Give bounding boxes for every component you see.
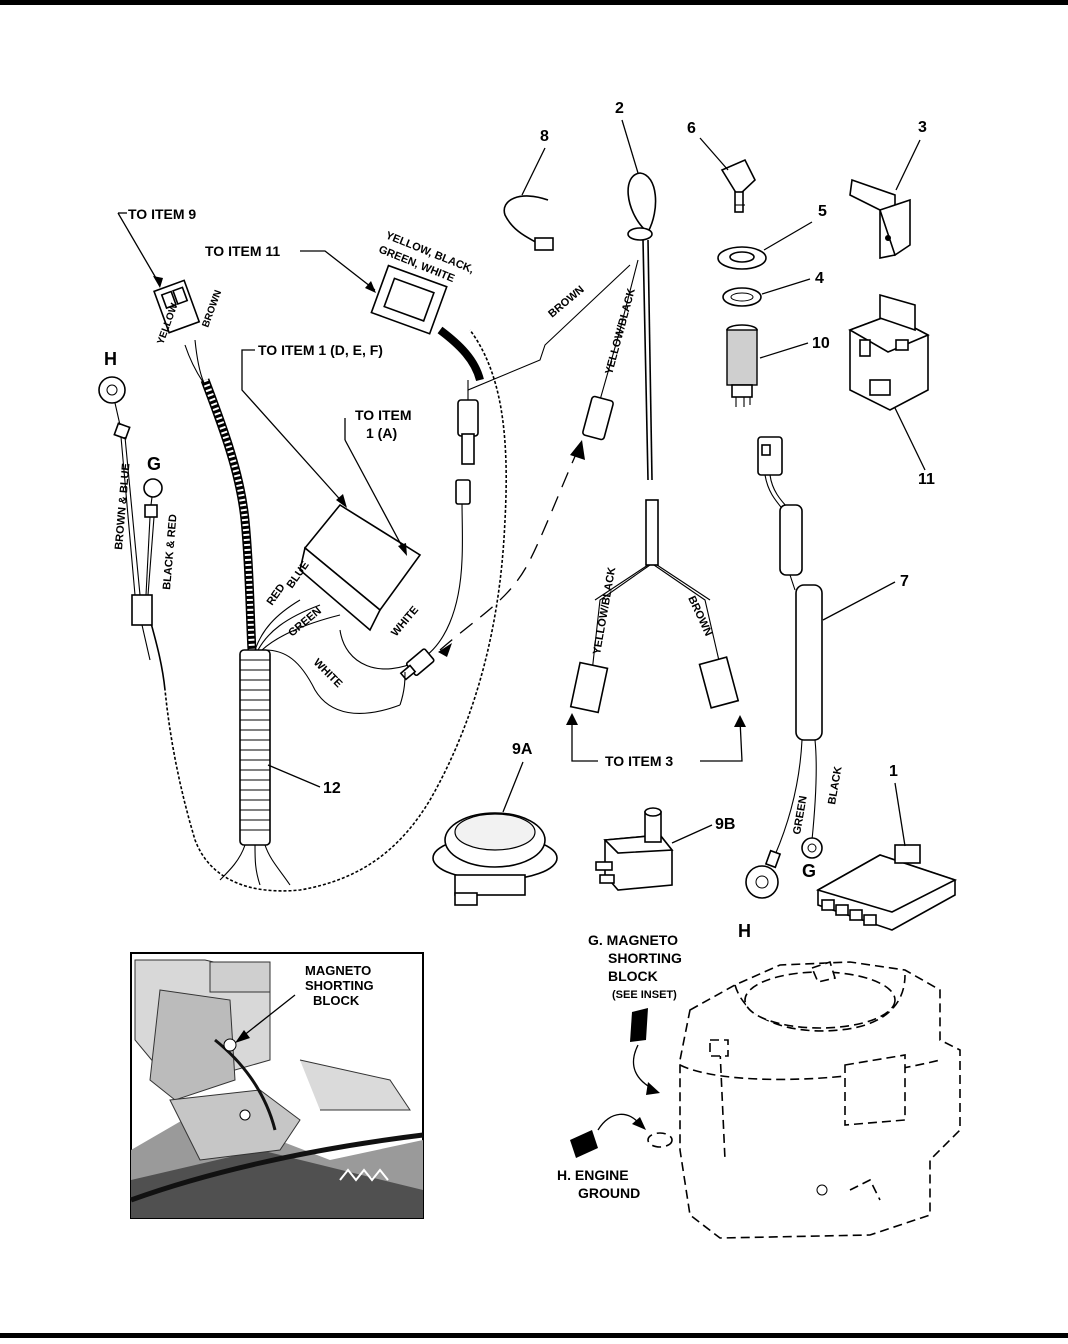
wire-label-black-item7: BLACK	[826, 765, 845, 805]
hex-nut-item-5	[717, 246, 767, 270]
wire-label-red: RED	[265, 582, 288, 608]
label-to-item-1a-line1: TO ITEM	[355, 407, 412, 423]
bottom-rule	[0, 1333, 1068, 1338]
wire-label-yellow-black-upper: YELLOW/BLACK	[603, 287, 638, 376]
connector-brown-lower	[698, 656, 740, 709]
inset-label-line2: SHORTING	[305, 978, 374, 993]
engine-arrow-h	[570, 1113, 646, 1158]
white-terminal	[399, 648, 435, 681]
inset-photo: MAGNETO SHORTING BLOCK	[130, 952, 424, 1219]
ignition-switch-item-10	[726, 324, 758, 407]
connector-to-item-9	[153, 279, 201, 334]
label-h-left: H	[104, 349, 117, 369]
ring-terminals-left	[98, 376, 163, 661]
connector-to-item-11	[370, 264, 448, 335]
wire-label-yellow-black-lower: YELLOW/BLACK	[591, 566, 618, 655]
inset-label-line3: BLOCK	[313, 993, 360, 1008]
main-harness-item-12	[146, 326, 510, 894]
inset-label-line1: MAGNETO	[305, 963, 371, 978]
loom-ribs	[240, 659, 270, 831]
cable-tie-item-8	[503, 195, 554, 251]
dash-arrow-up	[570, 440, 585, 460]
engine-note-g-line1: G. MAGNETO	[588, 932, 678, 948]
lock-washer-item-4	[722, 287, 762, 307]
engine-note-g-line4: (SEE INSET)	[612, 989, 677, 1001]
callout-9b: 9B	[715, 816, 735, 833]
ground-harness-item-7	[745, 436, 823, 899]
engine-outline	[647, 960, 961, 1239]
seat-switch-item-9a	[432, 812, 558, 906]
label-g-left: G	[147, 454, 161, 474]
wire-label-white-2: WHITE	[311, 657, 345, 691]
harness-connector-item-1	[299, 503, 422, 632]
plunger-switch-item-9b	[595, 807, 674, 891]
ignition-key-item-6	[720, 158, 756, 213]
label-to-item-1a-line2: 1 (A)	[366, 425, 397, 441]
wire-label-green: GREEN	[286, 605, 324, 639]
connector-yellow-black-lower	[569, 661, 609, 714]
label-g-right: G	[802, 861, 816, 881]
callout-2: 2	[615, 100, 624, 117]
wire-label-white-1: WHITE	[389, 604, 421, 639]
wire-label-brown-lower: BROWN	[685, 594, 714, 638]
callout-3: 3	[918, 119, 927, 136]
label-to-item-9: TO ITEM 9	[128, 206, 196, 222]
label-to-item-3: TO ITEM 3	[605, 753, 673, 769]
connector-housing-item-1	[815, 844, 958, 931]
wire-label-green-item7: GREEN	[791, 795, 810, 836]
engine-note-h-line2: GROUND	[578, 1185, 640, 1201]
wire-label-brown-upper: BROWN	[546, 284, 587, 321]
callout-11: 11	[918, 471, 935, 488]
callout-7: 7	[900, 573, 909, 590]
label-to-item-1-def: TO ITEM 1 (D, E, F)	[258, 342, 383, 358]
wire-label-black-and-red: BLACK & RED	[161, 514, 180, 591]
callout-12: 12	[323, 780, 341, 797]
mounting-bracket-item-3	[849, 178, 911, 259]
top-rule	[0, 0, 1068, 5]
callout-8: 8	[540, 128, 549, 145]
engine-note-g-line2: SHORTING	[608, 950, 682, 966]
callout-9a: 9A	[512, 741, 533, 758]
callout-4: 4	[815, 270, 824, 287]
engine-note-g-line3: BLOCK	[608, 968, 658, 984]
callout-6: 6	[687, 120, 696, 137]
engine-note-h-line1: H. ENGINE	[557, 1167, 629, 1183]
wire-label-brown-connector: BROWN	[200, 289, 224, 329]
callout-10: 10	[812, 335, 830, 352]
engine-arrow-g	[630, 1008, 660, 1095]
relay-item-11	[848, 293, 930, 411]
callout-1: 1	[889, 763, 898, 780]
label-h-right: H	[738, 921, 751, 941]
label-to-item-11: TO ITEM 11	[205, 243, 280, 259]
wire-item-2	[589, 172, 721, 691]
dash-arrow-down	[438, 643, 452, 657]
callout-5: 5	[818, 203, 827, 220]
